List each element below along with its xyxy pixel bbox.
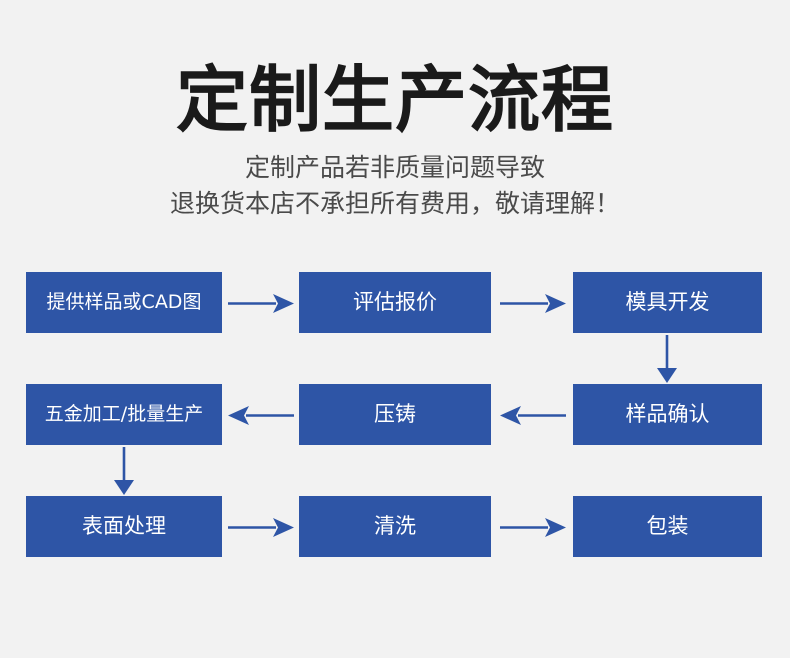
flow-step-die-casting[interactable]: 压铸: [299, 384, 491, 445]
arrow-right-icon: [500, 290, 566, 316]
subtitle-line-2: 退换货本店不承担所有费用，敬请理解！: [169, 189, 620, 218]
arrow-down-icon: [654, 335, 680, 383]
flow-step-sample-confirmation[interactable]: 样品确认: [573, 384, 762, 445]
arrow-left-icon: [500, 402, 566, 428]
arrow-right-icon: [500, 514, 566, 540]
flow-step-packaging[interactable]: 包装: [573, 496, 762, 557]
flow-step-hardware-machining-mass-production[interactable]: 五金加工/批量生产: [26, 384, 222, 445]
flow-diagram: 提供样品或CAD图 评估报价 模具开发: [0, 272, 790, 562]
page-header: 定制生产流程 定制产品若非质量问题导致 退换货本店不承担所有费用，敬请理解！: [0, 0, 790, 222]
arrow-right-icon: [228, 290, 294, 316]
flow-step-cleaning[interactable]: 清洗: [299, 496, 491, 557]
arrow-right-icon: [228, 514, 294, 540]
flow-step-mold-development[interactable]: 模具开发: [573, 272, 762, 333]
flow-step-evaluate-quote[interactable]: 评估报价: [299, 272, 491, 333]
arrow-left-icon: [228, 402, 294, 428]
flow-step-provide-sample-or-cad[interactable]: 提供样品或CAD图: [26, 272, 222, 333]
page-subtitle: 定制产品若非质量问题导致 退换货本店不承担所有费用，敬请理解！: [0, 142, 790, 222]
page-title: 定制生产流程: [175, 58, 614, 142]
arrow-down-icon: [111, 447, 137, 495]
subtitle-line-1: 定制产品若非质量问题导致: [244, 153, 545, 182]
flow-step-surface-treatment[interactable]: 表面处理: [26, 496, 222, 557]
flow-row-3: 表面处理 清洗 包装: [0, 496, 790, 557]
flow-row-1: 提供样品或CAD图 评估报价 模具开发: [0, 272, 790, 333]
flow-row-2: 五金加工/批量生产 压铸 样品确认: [0, 384, 790, 445]
